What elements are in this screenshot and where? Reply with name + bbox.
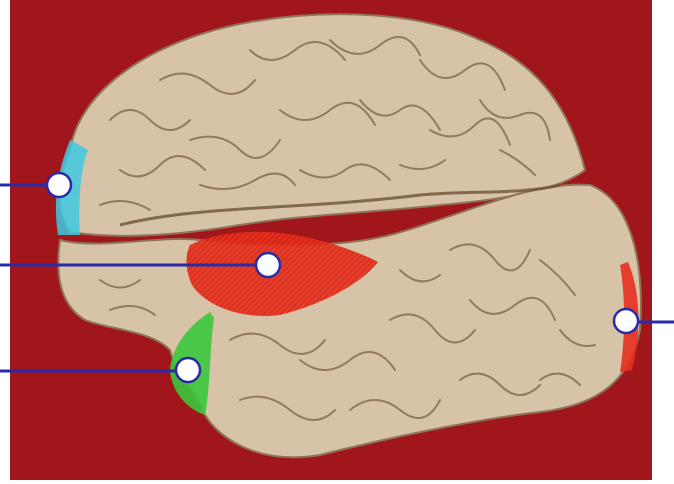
marker-cyan[interactable] [45,171,73,199]
gyrus-30 [399,269,441,283]
marker-red-right[interactable] [612,307,640,335]
gyrus-20 [299,351,396,371]
brain-upper-lobe [58,13,587,237]
gyrus-12 [499,149,536,176]
gyrus-27 [459,372,541,396]
pointer-markers [45,171,640,384]
gyrus-7 [119,155,206,178]
gyrus-25 [239,395,336,421]
gyrus-3 [249,41,346,61]
gyri-texture [99,36,596,421]
gyrus-19 [229,332,326,355]
gyrus-22 [469,296,556,321]
gyrus-13 [99,200,151,211]
gyrus-29 [539,372,581,386]
gyrus-4 [329,36,421,56]
gyrus-28 [559,329,596,347]
gyrus-26 [349,399,441,419]
gyrus-11 [429,117,511,146]
gyrus-16 [399,159,446,170]
gyrus-17 [99,279,141,289]
gyrus-21 [389,313,476,344]
lateral-fissure [119,183,561,227]
gyrus-10 [359,99,441,131]
gyrus-23 [539,259,576,296]
gyrus-1 [109,109,191,131]
gyrus-24 [449,243,531,272]
gyrus-6 [479,99,551,141]
marker-green[interactable] [174,356,202,384]
marker-red-center[interactable] [254,251,282,279]
gyrus-5 [419,59,506,91]
gyrus-14 [199,172,296,190]
gyrus-8 [189,135,281,159]
region-red-center [186,231,378,316]
gyrus-9 [279,101,376,126]
gyrus-15 [299,163,391,181]
gyrus-18 [109,305,156,316]
gyrus-2 [159,72,256,95]
